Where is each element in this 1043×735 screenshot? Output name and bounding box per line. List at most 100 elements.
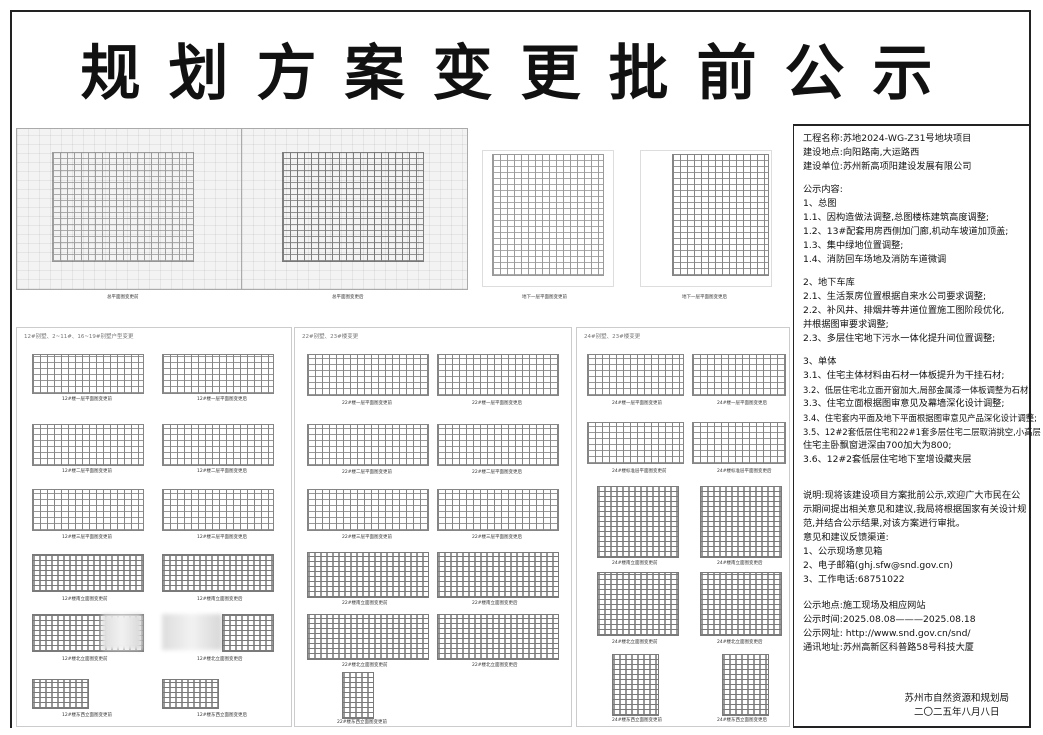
content-heading: 公示内容: xyxy=(803,184,843,195)
g2-elev-3 xyxy=(307,614,429,660)
g3-plan-2 xyxy=(692,354,786,396)
project-location: 建设地点:向阳路南,大运路西 xyxy=(803,147,920,158)
g3-cap-1: 24#楼一层平面图变更前 xyxy=(612,401,662,406)
basement-before-drawing xyxy=(492,154,604,276)
g3-cap-5: 24#楼南立面图变更前 xyxy=(612,561,658,566)
g1-cap-5: 12#楼三层平面图变更前 xyxy=(62,535,112,540)
g1-plan-4 xyxy=(162,424,274,466)
g2-cap-8: 22#楼南立面图变更后 xyxy=(472,601,518,606)
section-3-item: 住宅主卧飘窗进深由700加大为800; xyxy=(803,440,952,451)
section-1-title: 1、总图 xyxy=(803,198,837,209)
g3-cap-6: 24#楼南立面图变更后 xyxy=(717,561,763,566)
feedback-item: 2、电子邮箱(ghj.sfw@snd.gov.cn) xyxy=(803,560,953,571)
g2-cap-2: 22#楼一层平面图变更后 xyxy=(472,401,522,406)
notice-address: 通讯地址:苏州高新区科普路58号科技大厦 xyxy=(803,642,974,653)
g1-cap-6: 12#楼三层平面图变更后 xyxy=(197,535,247,540)
notice-date: 二〇二五年八月八日 xyxy=(913,707,1000,718)
g2-elev-5 xyxy=(342,672,374,719)
g3-elev-2 xyxy=(700,486,782,558)
site-plan-after-caption: 总平面图变更后 xyxy=(332,295,364,300)
g1-elev-6 xyxy=(162,679,219,709)
site-plan-before-blocks xyxy=(52,152,194,262)
g1-elev-2 xyxy=(162,554,274,592)
g1-cap-2: 12#楼一层平面图变更后 xyxy=(197,397,247,402)
g2-plan-2 xyxy=(437,354,559,396)
notice-website: 公示网址: http://www.snd.gov.cn/snd/ xyxy=(803,628,971,639)
group-22-title: 22#别墅、23#楼变更 xyxy=(302,334,359,340)
g1-elev-1 xyxy=(32,554,144,592)
g1-cap-1: 12#楼一层平面图变更前 xyxy=(62,397,112,402)
feedback-item: 3、工作电话:68751022 xyxy=(803,574,905,585)
section-3-item: 3.2、低层住宅北立面开窗加大,局部金属漆一体板调整为石材; xyxy=(803,385,1032,395)
g1-plan-3 xyxy=(32,424,144,466)
section-3-item: 3.4、住宅套内平面及地下平面根据图审意见产品深化设计调整; xyxy=(803,413,1037,423)
g1-cap-7: 12#楼南立面图变更前 xyxy=(62,597,108,602)
section-2-item: 2.3、多层住宅地下污水一体化提升间位置调整; xyxy=(803,333,996,344)
notice-line: 示期间提出相关意见和建议,我局将根据国家有关设计规 xyxy=(803,504,1027,515)
notice-line: 范,并结合公示结果,对该方案进行审批。 xyxy=(803,518,966,529)
g1-cap-12: 12#楼东西立面图变更后 xyxy=(197,713,247,718)
notice-line: 说明:现将该建设项目方案批前公示,欢迎广大市民在公 xyxy=(803,490,1021,501)
blurred-area-1 xyxy=(102,614,142,650)
g2-plan-1 xyxy=(307,354,429,396)
section-3-title: 3、单体 xyxy=(803,356,837,367)
section-2-title: 2、地下车库 xyxy=(803,277,855,288)
section-3-item: 3.3、住宅立面根据图审意见及幕墙深化设计调整; xyxy=(803,398,1005,409)
group-24-title: 24#别墅、23#楼变更 xyxy=(584,334,641,340)
g1-cap-10: 12#楼北立面图变更后 xyxy=(197,657,243,662)
basement-after-caption: 地下一层平面图变更后 xyxy=(682,295,727,300)
g3-elev-4 xyxy=(700,572,782,636)
g2-cap-1: 22#楼一层平面图变更前 xyxy=(342,401,392,406)
g1-cap-9: 12#楼北立面图变更前 xyxy=(62,657,108,662)
g2-cap-3: 22#楼二层平面图变更前 xyxy=(342,470,392,475)
g2-plan-6 xyxy=(437,489,559,531)
basement-after-drawing xyxy=(672,154,769,276)
feedback-heading: 意见和建议反馈渠道: xyxy=(803,532,889,543)
g3-elev-6 xyxy=(722,654,769,716)
g1-plan-1 xyxy=(32,354,144,394)
section-1-item: 1.1、因构造做法调整,总图楼栋建筑高度调整; xyxy=(803,212,990,223)
section-2-item: 2.1、生活泵房位置根据自来水公司要求调整; xyxy=(803,291,987,302)
project-name: 工程名称:苏地2024-WG-Z31号地块项目 xyxy=(803,133,972,144)
section-3-item: 3.1、住宅主体材料由石材一体板提升为干挂石材; xyxy=(803,370,1005,381)
g3-cap-8: 24#楼北立面图变更后 xyxy=(717,640,763,645)
g3-cap-7: 24#楼北立面图变更前 xyxy=(612,640,658,645)
g2-cap-7: 22#楼南立面图变更前 xyxy=(342,601,388,606)
section-2-item: 2.2、补风井、排烟井等井道位置施工图阶段优化, xyxy=(803,305,1005,316)
g2-cap-9: 22#楼北立面图变更前 xyxy=(342,663,388,668)
section-1-item: 1.4、消防回车场地及消防车道微调 xyxy=(803,254,947,265)
g1-elev-4 xyxy=(222,614,274,652)
g3-cap-10: 24#楼东西立面图变更后 xyxy=(717,718,767,723)
notice-text: 工程名称:苏地2024-WG-Z31号地块项目 建设地点:向阳路南,大运路西 建… xyxy=(795,124,1041,728)
g1-cap-11: 12#楼东西立面图变更前 xyxy=(62,713,112,718)
g3-elev-5 xyxy=(612,654,659,716)
g3-plan-1 xyxy=(587,354,684,396)
section-2-item: 并根据图审要求调整; xyxy=(803,319,889,330)
g2-cap-6: 22#楼三层平面图变更后 xyxy=(472,535,522,540)
g1-plan-2 xyxy=(162,354,274,394)
g2-plan-5 xyxy=(307,489,429,531)
g2-elev-2 xyxy=(437,552,559,598)
feedback-item: 1、公示现场意见箱 xyxy=(803,546,883,557)
notice-period: 公示时间:2025.08.08———2025.08.18 xyxy=(803,614,976,625)
g2-cap-11: 22#楼东西立面图变更前 xyxy=(337,720,387,725)
page-title: 规划方案变更批前公示 xyxy=(12,12,1029,126)
g2-plan-3 xyxy=(307,424,429,466)
notice-place: 公示地点:施工现场及相应网站 xyxy=(803,600,926,611)
notice-board: 规划方案变更批前公示 总平面图变更前 总平面图变更后 地下一层平面图变更前 地下… xyxy=(10,10,1041,728)
group-12-title: 12#别墅、2~11#、16~19#别墅户型变更 xyxy=(24,334,134,340)
g2-cap-10: 22#楼北立面图变更后 xyxy=(472,663,518,668)
title-text: 规划方案变更批前公示 xyxy=(80,38,961,109)
g2-plan-4 xyxy=(437,424,559,466)
g1-plan-5 xyxy=(32,489,144,531)
g1-plan-6 xyxy=(162,489,274,531)
g3-plan-4 xyxy=(692,422,786,464)
g2-elev-4 xyxy=(437,614,559,660)
g3-elev-3 xyxy=(597,572,679,636)
authority-name: 苏州市自然资源和规划局 xyxy=(904,693,1009,704)
g3-cap-4: 24#楼标准层平面图变更后 xyxy=(717,469,772,474)
section-3-item: 3.6、12#2套低层住宅地下室增设藏夹层 xyxy=(803,454,972,465)
section-3-item: 3.5、12#2套低层住宅和22#1套多层住宅二层取消挑空,小高层 xyxy=(803,427,1041,437)
project-developer: 建设单位:苏州新高项阳建设发展有限公司 xyxy=(803,161,972,172)
g1-cap-4: 12#楼二层平面图变更后 xyxy=(197,469,247,474)
